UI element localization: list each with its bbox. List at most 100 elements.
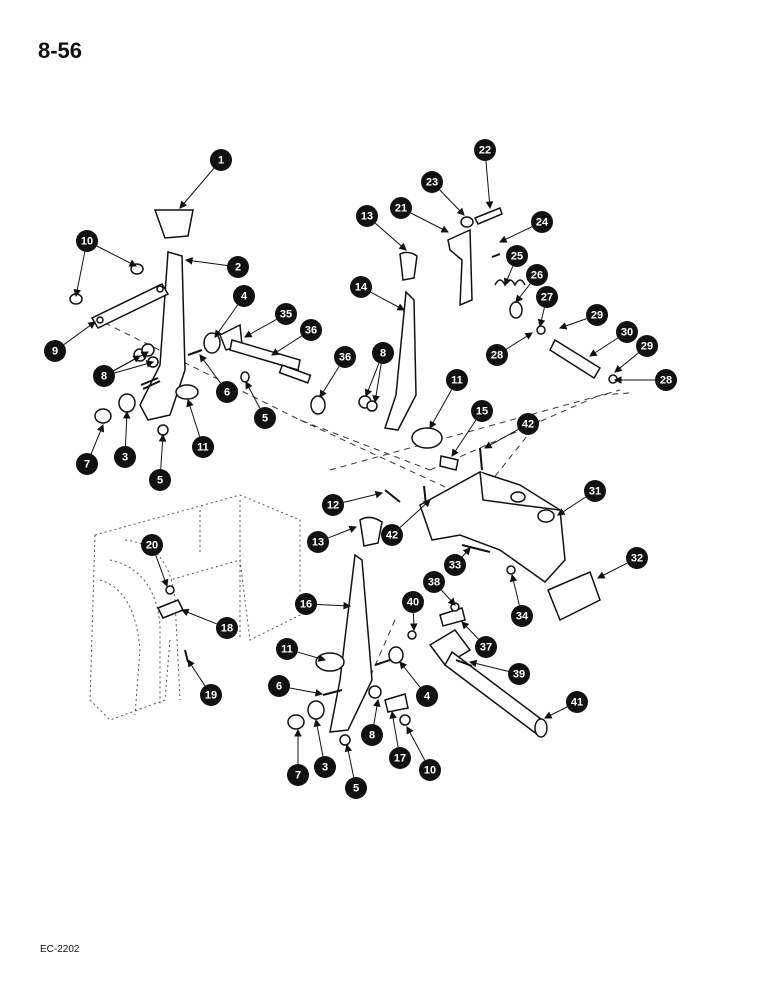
detent-assembly xyxy=(447,207,618,384)
callout-circle xyxy=(254,407,276,429)
callout-circle xyxy=(536,286,558,308)
callout-circle xyxy=(300,319,322,341)
callout-circle xyxy=(655,369,677,391)
pin xyxy=(479,447,483,471)
lever-arm xyxy=(384,290,417,431)
left-lever-assembly xyxy=(69,209,326,436)
callout-31: 31 xyxy=(584,480,606,502)
detent-arm xyxy=(447,228,473,307)
callout-36: 36 xyxy=(334,346,356,368)
callout-number: 27 xyxy=(541,292,553,304)
callout-20: 20 xyxy=(141,534,163,556)
leader-arrowhead xyxy=(373,698,381,708)
callout-23: 23 xyxy=(421,171,443,193)
leader-arrowhead xyxy=(503,277,512,287)
callout-18: 18 xyxy=(216,617,238,639)
callout-circle xyxy=(531,211,553,233)
washer xyxy=(450,602,460,612)
pin xyxy=(455,659,473,667)
leader-arrowhead xyxy=(314,689,324,697)
nut xyxy=(157,424,169,436)
document-code: EC-2202 xyxy=(40,944,80,955)
nut xyxy=(240,371,250,383)
leader-arrowhead xyxy=(214,329,222,338)
leader-arrowhead xyxy=(343,601,352,610)
callout-circle xyxy=(350,276,372,298)
callout-circle xyxy=(471,400,493,422)
callout-circle xyxy=(474,139,496,161)
callout-number: 21 xyxy=(395,203,407,215)
bolt xyxy=(187,349,203,356)
callout-number: 24 xyxy=(536,217,549,229)
lower-lever-assembly xyxy=(287,516,411,746)
leader-arrowhead xyxy=(97,423,105,433)
callout-number: 25 xyxy=(511,251,523,263)
callout-circle xyxy=(423,571,445,593)
callout-number: 7 xyxy=(84,459,90,471)
callout-11: 11 xyxy=(446,369,468,391)
callout-number: 29 xyxy=(641,341,653,353)
leader-arrowhead xyxy=(406,726,414,735)
callout-number: 10 xyxy=(81,236,93,248)
callout-number: 5 xyxy=(157,475,163,487)
nut xyxy=(399,714,411,726)
leader-arrowhead xyxy=(317,654,327,662)
callout-number: 42 xyxy=(386,530,398,542)
callout-3: 3 xyxy=(114,446,136,468)
callout-circle xyxy=(419,759,441,781)
callout-circle xyxy=(216,617,238,639)
callout-7: 7 xyxy=(287,764,309,786)
callout-11: 11 xyxy=(192,436,214,458)
leader-arrowhead xyxy=(461,621,470,630)
leader-arrowhead xyxy=(244,330,253,338)
callout-number: 8 xyxy=(101,371,107,383)
callout-5: 5 xyxy=(254,407,276,429)
leader-arrowhead xyxy=(537,318,546,328)
leader-line xyxy=(343,492,383,503)
callout-number: 36 xyxy=(339,352,351,364)
callout-7: 7 xyxy=(76,453,98,475)
washer xyxy=(368,685,382,699)
leader-arrowhead xyxy=(396,303,405,311)
ring xyxy=(608,374,618,384)
leader-line xyxy=(485,160,491,209)
callout-number: 28 xyxy=(660,375,672,387)
callout-number: 6 xyxy=(224,387,230,399)
callout-circle xyxy=(93,365,115,387)
leader-arrowhead xyxy=(398,242,407,251)
callout-38: 38 xyxy=(423,571,445,593)
callout-number: 10 xyxy=(424,765,436,777)
callout-circle xyxy=(275,303,297,325)
shaft xyxy=(229,339,301,371)
plug xyxy=(509,301,523,319)
control-shaft xyxy=(407,602,548,738)
callout-10: 10 xyxy=(76,230,98,252)
callout-circle xyxy=(636,335,658,357)
callout-circle xyxy=(210,149,232,171)
callout-circle xyxy=(227,256,249,278)
lever-arm xyxy=(329,553,373,733)
callout-circle xyxy=(390,197,412,219)
callout-12: 12 xyxy=(322,494,344,516)
callout-number: 23 xyxy=(426,177,438,189)
callout-28: 28 xyxy=(655,369,677,391)
callout-number: 15 xyxy=(476,406,488,418)
leader-arrowhead xyxy=(313,718,321,728)
callout-35: 35 xyxy=(275,303,297,325)
leader-arrowhead xyxy=(294,728,302,737)
lever-arm xyxy=(139,251,186,421)
callout-16: 16 xyxy=(295,593,317,615)
callout-circle xyxy=(76,230,98,252)
callout-number: 3 xyxy=(122,452,128,464)
callout-circle xyxy=(200,684,222,706)
callout-number: 16 xyxy=(300,599,312,611)
leader-arrowhead xyxy=(456,207,465,216)
callout-42: 42 xyxy=(517,413,539,435)
callout-13: 13 xyxy=(307,531,329,553)
lever-knob xyxy=(153,209,194,239)
callout-number: 13 xyxy=(312,537,324,549)
callout-circle xyxy=(616,321,638,343)
callout-number: 26 xyxy=(531,270,543,282)
callout-6: 6 xyxy=(216,381,238,403)
